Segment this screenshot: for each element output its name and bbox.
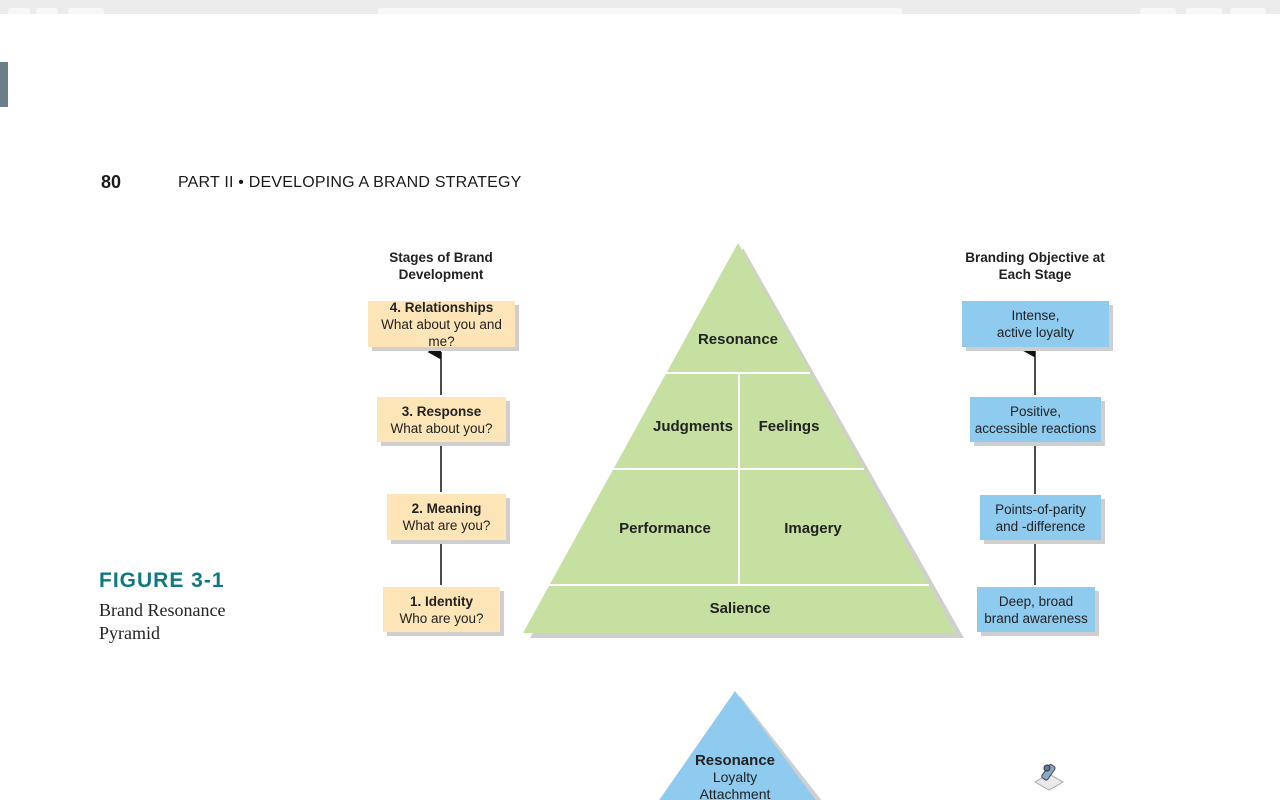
stages-heading-line: Stages of Brand — [389, 250, 493, 265]
pyramid-salience-label: Salience — [710, 600, 771, 617]
toolbar-button[interactable] — [1186, 8, 1222, 14]
figure-title: Brand Resonance Pyramid — [99, 599, 279, 645]
objective-text: Deep, broad — [998, 593, 1074, 609]
pen-tool-icon[interactable] — [1033, 764, 1065, 791]
stages-heading: Stages of Brand Development — [376, 249, 506, 283]
objective-box-reactions: Positive, accessible reactions — [970, 397, 1101, 442]
objective-text: active loyalty — [996, 325, 1075, 340]
pyramid-apex-label: Resonance — [698, 331, 778, 348]
second-pyramid-label: Resonance — [695, 752, 775, 769]
objective-text: accessible reactions — [974, 420, 1097, 436]
stage-title: 4. Relationships — [389, 299, 494, 315]
objective-box-parity: Points-of-parity and -difference — [980, 495, 1101, 540]
pyramid-imagery-label: Imagery — [784, 520, 842, 537]
objective-box-awareness: Deep, broad brand awareness — [977, 587, 1095, 632]
objective-box-loyalty: Intense, active loyalty — [962, 301, 1109, 347]
toolbar-button[interactable] — [8, 8, 30, 14]
second-pyramid-label: Loyalty — [713, 769, 757, 785]
objectives-heading: Branding Objective at Each Stage — [960, 249, 1110, 283]
running-head: PART II • DEVELOPING A BRAND STRATEGY — [178, 174, 522, 191]
stage-box-identity: 1. Identity Who are you? — [383, 587, 500, 632]
toolbar-button[interactable] — [1140, 8, 1176, 14]
page-number: 80 — [101, 172, 122, 192]
toolbar-button[interactable] — [36, 8, 58, 14]
pyramid-judgments-label: Judgments — [653, 418, 733, 435]
objective-text: Positive, — [1009, 403, 1062, 419]
stage-box-response: 3. Response What about you? — [377, 397, 506, 442]
objective-text: Points-of-parity — [995, 501, 1086, 517]
toolbar-button[interactable] — [68, 8, 104, 14]
stage-title: 1. Identity — [409, 593, 473, 609]
browser-toolbar — [0, 0, 1280, 14]
toolbar-button[interactable] — [1230, 8, 1266, 14]
side-panel-tab[interactable] — [0, 62, 8, 107]
objective-text: Intense, — [1011, 308, 1060, 323]
pyramid-feelings-label: Feelings — [759, 418, 820, 435]
address-bar[interactable] — [378, 8, 902, 14]
figure-title-line: Pyramid — [99, 623, 160, 643]
stages-heading-line: Development — [398, 267, 484, 282]
objectives-heading-line: Branding Objective at — [965, 250, 1105, 265]
objectives-heading-line: Each Stage — [998, 267, 1072, 282]
stage-question: Who are you? — [399, 610, 484, 626]
stage-box-meaning: 2. Meaning What are you? — [387, 494, 506, 540]
second-pyramid-label: Attachment — [700, 786, 771, 800]
figure-label: FIGURE 3-1 — [99, 569, 225, 592]
stage-question: What are you? — [402, 518, 491, 533]
stage-title: 3. Response — [401, 403, 482, 419]
second-pyramid — [659, 691, 816, 800]
stage-question: What about you? — [390, 420, 493, 436]
pyramid-performance-label: Performance — [619, 520, 711, 537]
stage-title: 2. Meaning — [411, 501, 482, 516]
stage-question: What about you and me? — [381, 316, 502, 349]
stage-box-relationships: 4. Relationships What about you and me? — [368, 299, 515, 349]
objective-text: and -difference — [995, 518, 1086, 534]
figure-title-line: Brand Resonance — [99, 600, 226, 620]
objective-text: brand awareness — [984, 610, 1088, 626]
